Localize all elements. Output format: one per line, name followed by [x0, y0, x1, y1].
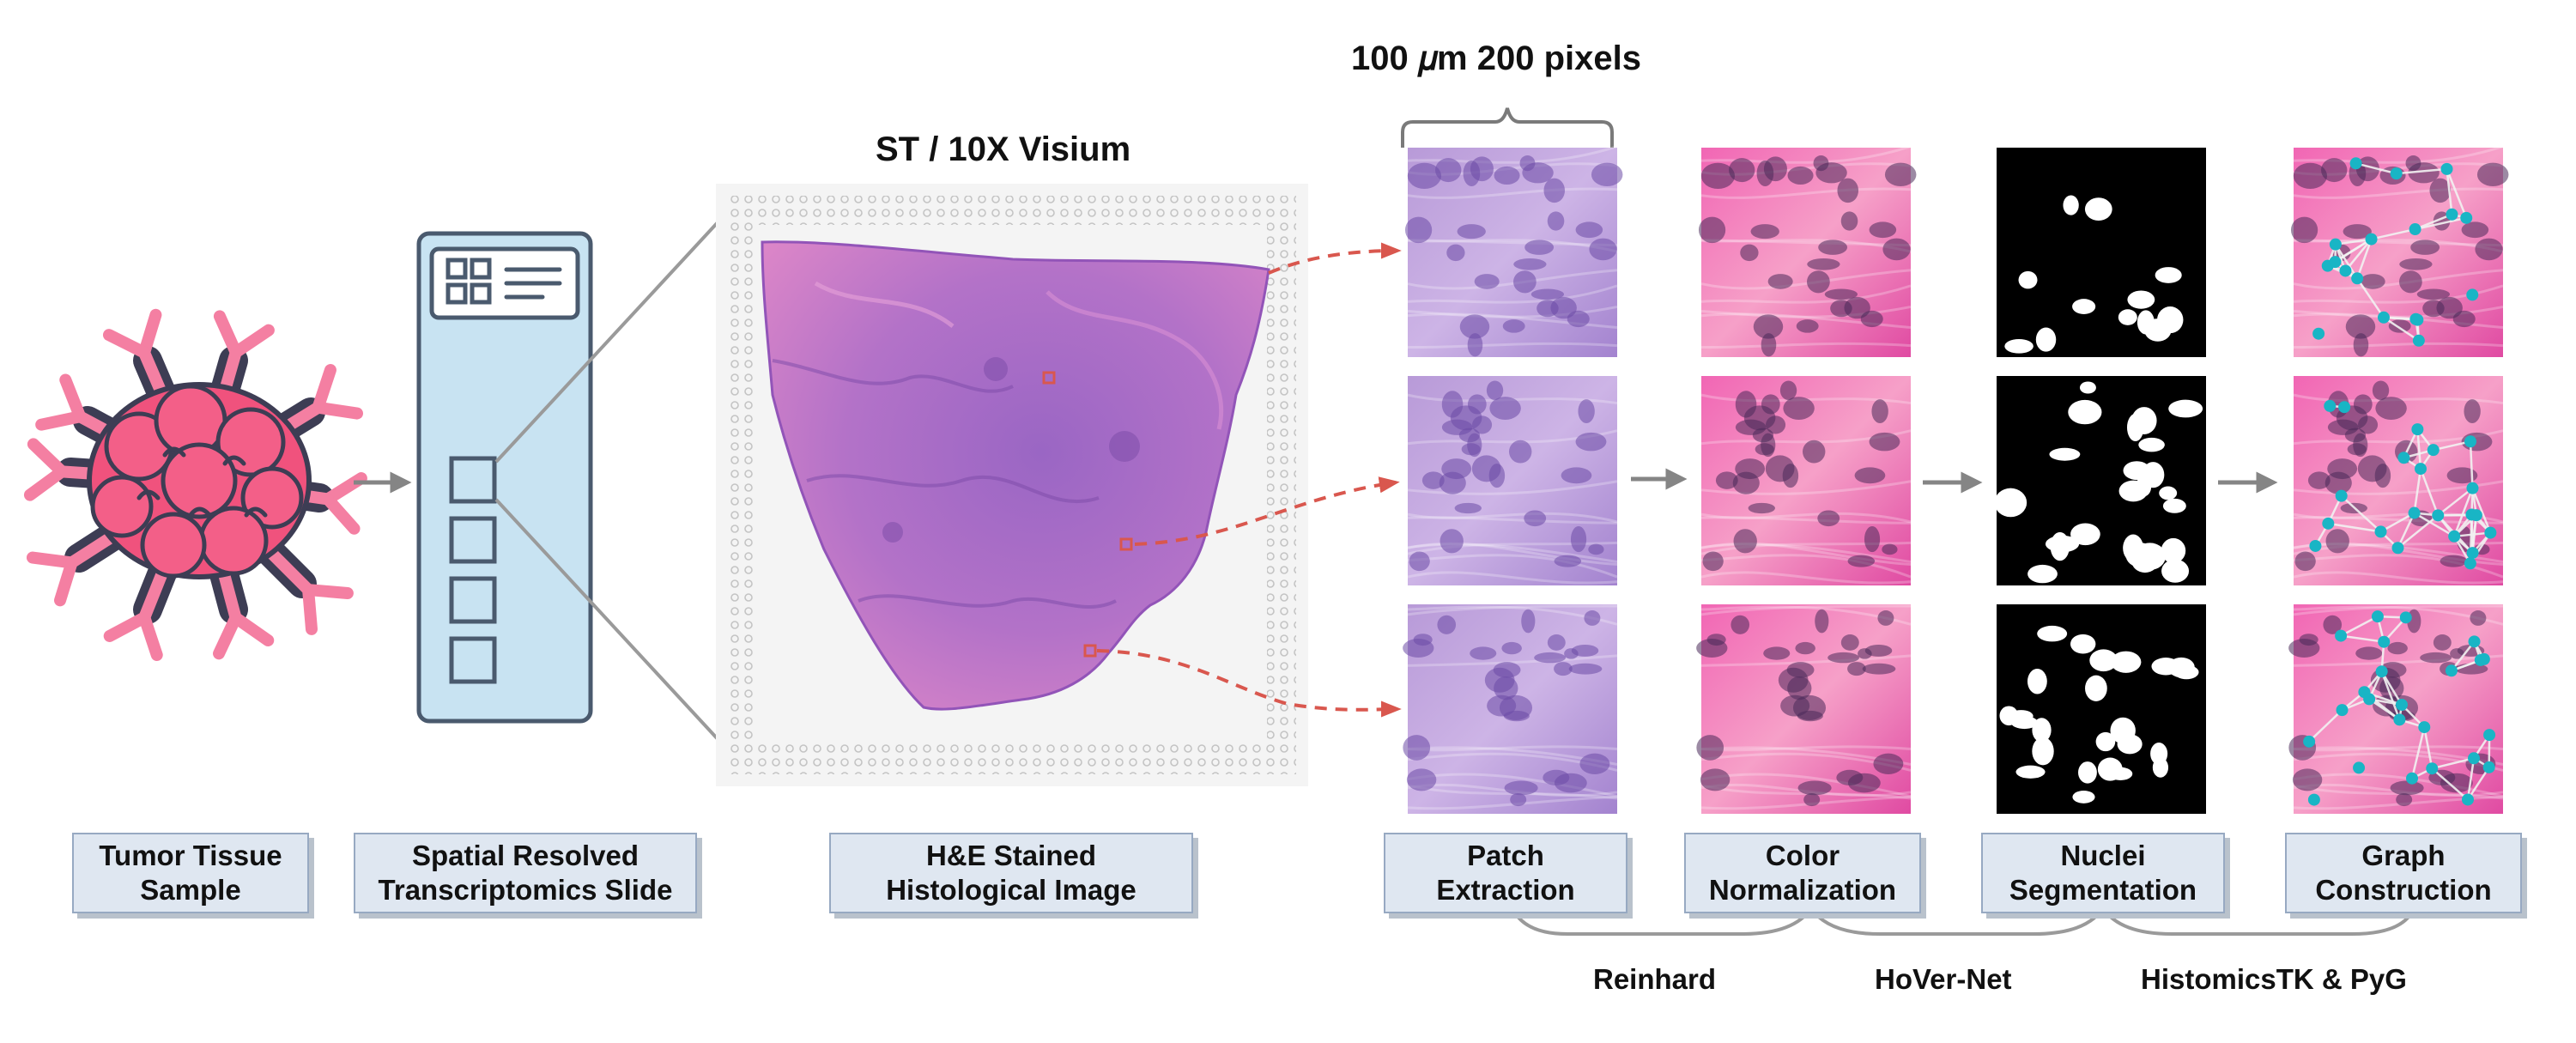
- step-label-line: Sample: [140, 873, 240, 907]
- step-label-line: Extraction: [1436, 873, 1574, 907]
- step-label-color: Color Normalization: [1684, 833, 1921, 913]
- step-label-line: Tumor Tissue: [99, 839, 282, 873]
- graph-construction-grid: [2288, 147, 2508, 814]
- step-label-line: Graph: [2361, 839, 2445, 873]
- method-label-reinhard: Reinhard: [1593, 963, 1716, 996]
- visium-title: ST / 10X Visium: [876, 130, 1130, 169]
- step-label-line: Segmentation: [2009, 873, 2197, 907]
- step-label-line: Color: [1766, 839, 1840, 873]
- method-label-histomicstk: HistomicsTK & PyG: [2141, 963, 2407, 996]
- patch-extraction-grid: [1403, 147, 1622, 814]
- slide-icon: [419, 233, 591, 721]
- patch-size-bracket: [1403, 108, 1612, 148]
- nuclei-segmentation-grid: [1995, 148, 2206, 814]
- color-normalization-grid: [1696, 147, 1916, 814]
- step-label-line: Normalization: [1709, 873, 1896, 907]
- step-label-line: H&E Stained: [926, 839, 1096, 873]
- step-label-he: H&E Stained Histological Image: [829, 833, 1193, 913]
- method-label-hovernet: HoVer-Net: [1875, 963, 2012, 996]
- step-label-patch: Patch Extraction: [1384, 833, 1627, 913]
- tumor-tissue-icon: [30, 315, 361, 655]
- he-stained-image: [716, 184, 1308, 786]
- step-label-line: Nuclei: [2060, 839, 2145, 873]
- step-label-graph: Graph Construction: [2285, 833, 2522, 913]
- step-label-slide: Spatial Resolved Transcriptomics Slide: [354, 833, 697, 913]
- patch-size-title: 100 𝜇m 200 pixels: [1351, 39, 1641, 78]
- step-label-nuclei: Nuclei Segmentation: [1981, 833, 2225, 913]
- step-label-tumor: Tumor Tissue Sample: [72, 833, 309, 913]
- step-label-line: Patch: [1467, 839, 1544, 873]
- step-label-line: Transcriptomics Slide: [379, 873, 673, 907]
- step-label-line: Spatial Resolved: [412, 839, 639, 873]
- step-label-line: Histological Image: [886, 873, 1136, 907]
- step-label-line: Construction: [2315, 873, 2491, 907]
